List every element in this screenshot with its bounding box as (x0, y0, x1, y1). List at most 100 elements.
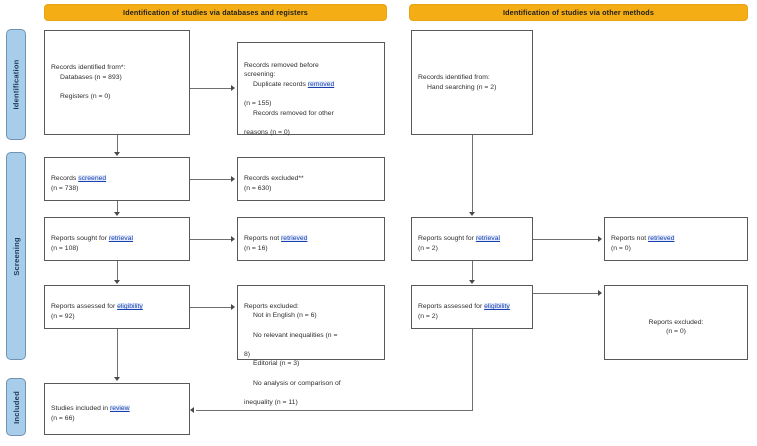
header-other-methods-label: Identification of studies via other meth… (502, 7, 654, 17)
header-other-methods: Identification of studies via other meth… (409, 4, 748, 21)
reports-sought-other-count: (n = 2) (418, 244, 438, 252)
records-identified-line3: Registers (n = 0) (60, 93, 111, 101)
connector-other-sought-to-not-retrieved (533, 239, 599, 240)
connector-sought-to-not-retrieved (190, 239, 232, 240)
stage-bar-included: Included (6, 378, 26, 436)
reports-assessed-other-count: (n = 2) (418, 312, 438, 320)
reports-not-retrieved-other-count: (n = 0) (611, 244, 631, 252)
reports-assessed-count: (n = 92) (51, 312, 75, 320)
stage-label-screening: Screening (11, 236, 21, 276)
header-databases-and-registers: Identification of studies via databases … (44, 4, 387, 21)
reports-excluded-other-title: Reports excluded: (648, 318, 704, 326)
reports-not-retrieved-count: (n = 16) (244, 244, 268, 252)
box-records-removed: Records removed before screening: Duplic… (237, 42, 385, 138)
connector-identified-to-removed (190, 88, 232, 89)
arrowhead-other-assessed-to-excluded (598, 290, 602, 296)
records-excluded-count: (n = 630) (244, 184, 272, 192)
arrowhead-identified-to-screened (114, 152, 120, 156)
records-excluded-text: Records excluded** (n = 630) (244, 165, 304, 194)
box-studies-included: Studies included in review (n = 66) (44, 383, 190, 435)
reports-excluded-reason: inequality (n = 11) (244, 399, 298, 407)
reports-assessed-link[interactable]: eligibility (117, 303, 143, 311)
header-databases-label: Identification of studies via databases … (123, 7, 308, 17)
arrowhead-other-sought-to-assessed (469, 280, 475, 284)
records-identified-text: Records identified from*: Databases (n =… (51, 54, 125, 112)
arrowhead-screened-to-excluded (231, 176, 235, 182)
records-removed-link[interactable]: removed (307, 80, 335, 88)
records-removed-line2: screening: (244, 71, 276, 79)
reports-assessed-other-text: Reports assessed for eligibility (n = 2) (418, 293, 510, 322)
reports-excluded-text: Reports excluded: Not in English (n = 6)… (244, 292, 341, 408)
box-records-excluded: Records excluded** (n = 630) (237, 157, 385, 201)
records-excluded-label: Records excluded** (244, 175, 304, 183)
arrowhead-assessed-to-included (114, 377, 120, 381)
reports-not-retrieved-link[interactable]: retrieved (281, 235, 308, 243)
studies-included-text: Studies included in review (n = 66) (51, 395, 130, 424)
reports-sought-count: (n = 108) (51, 244, 79, 252)
reports-sought-other-text: Reports sought for retrieval (n = 2) (418, 225, 500, 254)
reports-excluded-reason: 8) (244, 350, 251, 358)
studies-included-link[interactable]: review (109, 405, 130, 413)
studies-included-count: (n = 66) (51, 414, 75, 422)
box-reports-sought: Reports sought for retrieval (n = 108) (44, 217, 190, 261)
connector-sought-to-assessed (117, 261, 118, 280)
arrowhead-screened-to-sought (114, 212, 120, 216)
reports-assessed-prefix: Reports assessed for (51, 303, 118, 311)
records-removed-line5: reasons (n = 0) (244, 129, 290, 137)
connector-other-to-included-horizontal (196, 410, 473, 411)
box-reports-not-retrieved: Reports not retrieved (n = 16) (237, 217, 385, 261)
arrowhead-assessed-to-excluded (231, 304, 235, 310)
connector-other-assessed-to-excluded (533, 293, 599, 294)
reports-sought-link[interactable]: retrieval (108, 235, 133, 243)
connector-screened-to-excluded (190, 179, 232, 180)
reports-not-retrieved-other-prefix: Reports not (611, 235, 649, 243)
reports-sought-prefix: Reports sought for (51, 235, 109, 243)
reports-excluded-other-text: Reports excluded: (n = 0) (649, 308, 704, 337)
reports-sought-text: Reports sought for retrieval (n = 108) (51, 225, 133, 254)
arrowhead-other-sought-to-not-retrieved (598, 236, 602, 242)
records-screened-count: (n = 738) (51, 184, 79, 192)
records-removed-duplicate-text: Duplicate records (253, 80, 306, 88)
box-records-identified-other: Records identified from: Hand searching … (411, 30, 533, 135)
connector-other-assessed-down (472, 329, 473, 411)
reports-sought-other-link[interactable]: retrieval (475, 235, 500, 243)
reports-not-retrieved-text: Reports not retrieved (n = 16) (244, 225, 308, 254)
records-identified-other-text: Records identified from: Hand searching … (418, 63, 496, 102)
connector-other-sought-to-assessed (472, 261, 473, 280)
arrowhead-other-to-included (190, 407, 194, 413)
reports-excluded-title: Reports excluded: (244, 302, 299, 310)
box-records-identified: Records identified from*: Databases (n =… (44, 30, 190, 135)
records-identified-other-line2: Hand searching (n = 2) (427, 83, 497, 91)
reports-not-retrieved-prefix: Reports not (244, 235, 282, 243)
stage-bar-screening: Screening (6, 152, 26, 360)
box-reports-assessed-other: Reports assessed for eligibility (n = 2) (411, 285, 533, 329)
connector-identified-to-screened (117, 135, 118, 153)
arrowhead-sought-to-not-retrieved (231, 236, 235, 242)
box-reports-excluded-other: Reports excluded: (n = 0) (604, 285, 748, 360)
records-removed-text: Records removed before screening: Duplic… (244, 51, 335, 138)
records-removed-line3: Duplicate records removed (244, 80, 335, 90)
records-identified-line1: Records identified from*: (51, 64, 126, 72)
reports-assessed-other-prefix: Reports assessed for (418, 303, 485, 311)
reports-excluded-reason: No relevant inequalities (n = (253, 331, 338, 339)
records-removed-line3b: (n = 155) (244, 100, 272, 108)
arrowhead-other-identified-to-sought (469, 212, 475, 216)
records-screened-link[interactable]: screened (78, 175, 107, 183)
connector-assessed-to-excluded (190, 307, 232, 308)
box-reports-assessed: Reports assessed for eligibility (n = 92… (44, 285, 190, 329)
stage-label-included: Included (11, 390, 21, 424)
records-screened-text: Records screened (n = 738) (51, 165, 107, 194)
reports-assessed-other-link[interactable]: eligibility (484, 303, 510, 311)
records-screened-prefix: Records (51, 175, 79, 183)
box-reports-excluded: Reports excluded: Not in English (n = 6)… (237, 285, 385, 406)
box-records-screened: Records screened (n = 738) (44, 157, 190, 201)
reports-excluded-reason: Not in English (n = 6) (253, 312, 317, 320)
box-reports-sought-other: Reports sought for retrieval (n = 2) (411, 217, 533, 261)
arrowhead-sought-to-assessed (114, 280, 120, 284)
records-removed-line4: Records removed for other (253, 109, 334, 117)
stage-bar-identification: Identification (6, 29, 26, 140)
reports-not-retrieved-other-link[interactable]: retrieved (648, 235, 675, 243)
connector-screened-to-sought (117, 201, 118, 213)
records-identified-line2: Databases (n = 893) (60, 73, 122, 81)
